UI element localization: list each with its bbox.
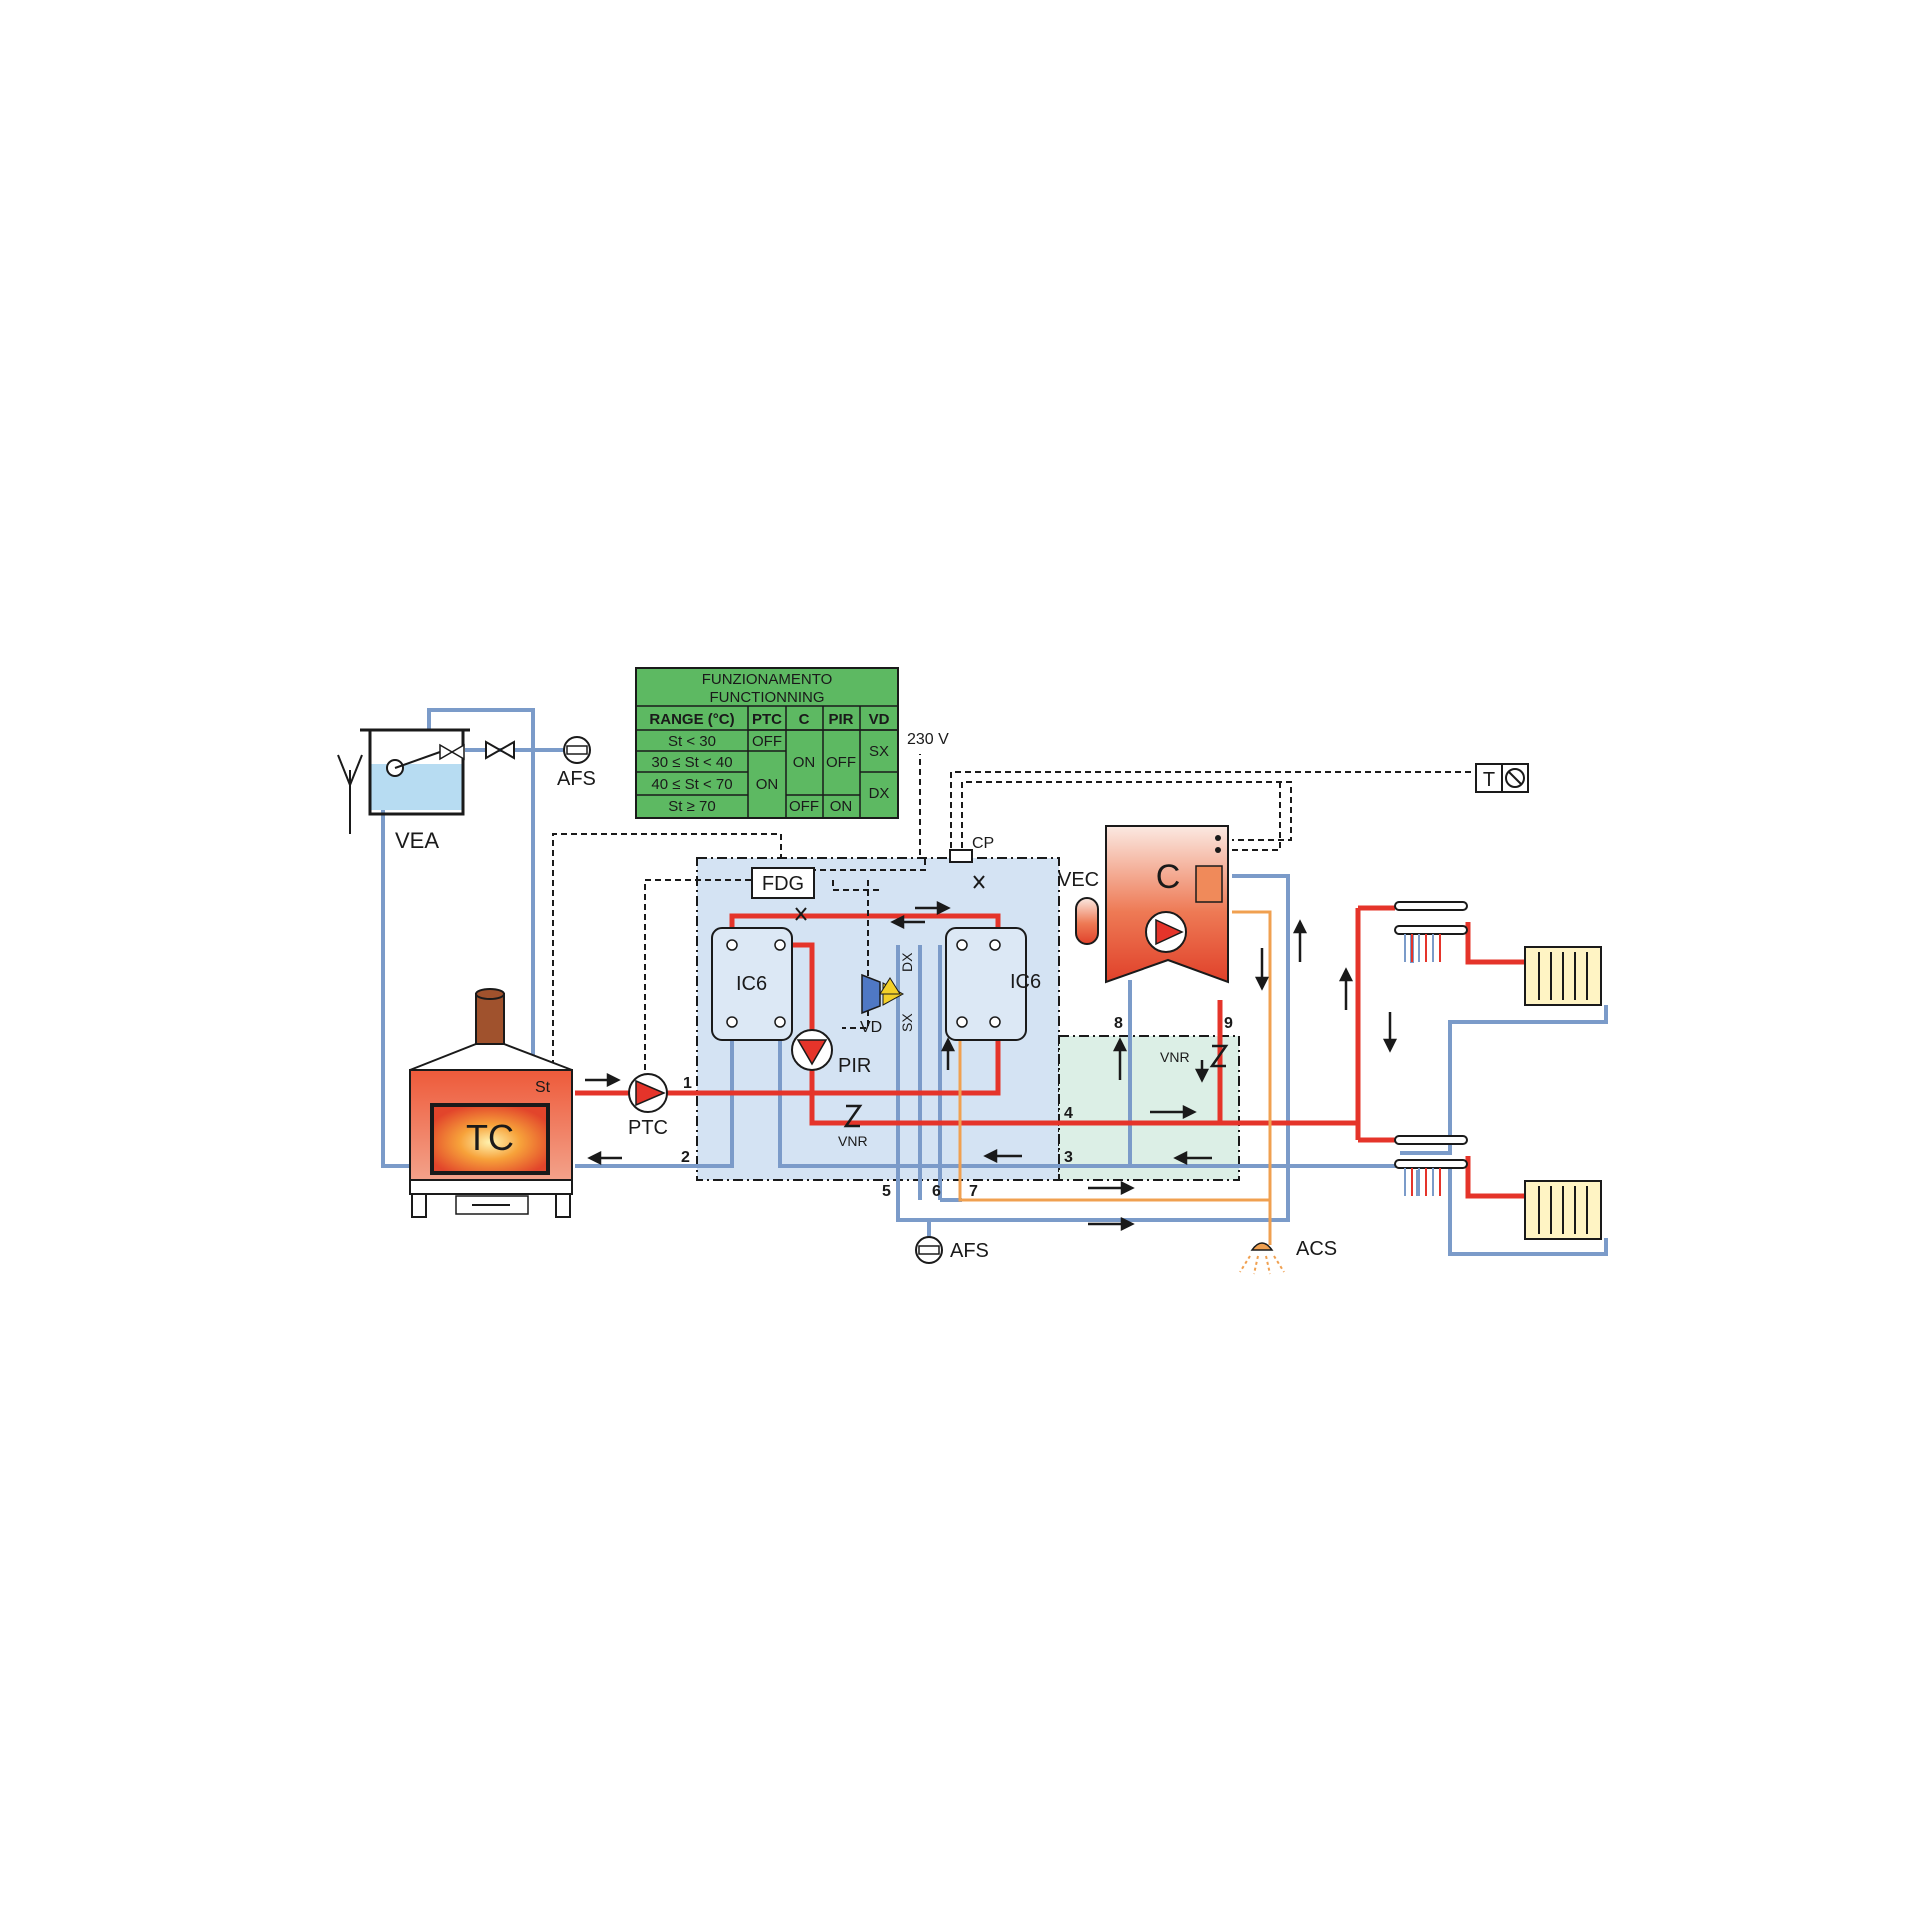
vnr-right-label: VNR [1160, 1049, 1190, 1065]
table-cell-pir-off: OFF [826, 754, 856, 771]
tc-label: TC [466, 1117, 514, 1158]
ic6-left-exchanger [711, 927, 793, 1041]
flow-arrows [585, 900, 1398, 1232]
table-cell-c-off: OFF [789, 798, 819, 815]
table-cell-c-on: ON [793, 754, 816, 771]
vec-label: VEC [1058, 869, 1099, 891]
table-header-range: RANGE (°C) [649, 711, 734, 728]
exchanger-zone [1058, 1035, 1240, 1181]
port-4: 4 [1064, 1105, 1073, 1122]
port-7: 7 [969, 1183, 978, 1200]
boiler-c [1105, 825, 1229, 984]
table-cell-vd-sx: SX [869, 743, 889, 760]
ptc-label: PTC [628, 1117, 668, 1139]
vd-label: VD [860, 1019, 882, 1036]
vd-dx-label: DX [899, 952, 915, 972]
table-row-2: 30 ≤ St < 40 [651, 754, 732, 771]
st-sensor-label: St [535, 1079, 551, 1096]
radiator-upper [1524, 946, 1602, 1006]
air-vent-icons [795, 875, 985, 921]
thermostat-label: T [1483, 769, 1495, 791]
ic6-left-label: IC6 [736, 973, 767, 995]
vnr-left-check-valve [843, 1104, 863, 1128]
afs-bottom-label: AFS [950, 1240, 989, 1262]
cp-connector [949, 849, 973, 863]
port-9: 9 [1224, 1015, 1233, 1032]
voltage-label: 230 V [907, 731, 949, 748]
pir-pump [791, 1029, 833, 1071]
ptc-pump [628, 1073, 668, 1113]
manifold-upper [1394, 901, 1468, 962]
vnr-left-label: VNR [838, 1133, 868, 1149]
port-1: 1 [683, 1075, 692, 1092]
afs-bottom-icon [915, 1236, 943, 1264]
acs-label: ACS [1296, 1238, 1337, 1260]
acs-shower-icon [1239, 1242, 1285, 1275]
ic6-right-label: IC6 [1010, 971, 1041, 993]
thermostat [1475, 763, 1529, 793]
table-cell-vd-dx: DX [869, 785, 890, 802]
fdg-label: FDG [762, 873, 804, 895]
boiler-c-label: C [1156, 858, 1181, 896]
dhw-pipes [958, 910, 1272, 1245]
ic6-right-exchanger [945, 927, 1027, 1041]
table-header-vd: VD [869, 711, 890, 728]
table-row-4: St ≥ 70 [668, 798, 715, 815]
vea-vessel [337, 728, 470, 834]
table-title-en: FUNCTIONNING [710, 689, 825, 706]
table-row-1: St < 30 [668, 733, 716, 750]
port-3: 3 [1064, 1149, 1073, 1166]
port-6: 6 [932, 1183, 941, 1200]
function-table [635, 667, 899, 819]
cold-pipes [381, 708, 1608, 1256]
vnr-right-check-valve [1209, 1044, 1229, 1068]
port-8: 8 [1114, 1015, 1123, 1032]
stove-tc [409, 988, 573, 1218]
table-cell-pir-on: ON [830, 798, 853, 815]
port-2: 2 [681, 1149, 690, 1166]
table-header-ptc: PTC [752, 711, 782, 728]
vec-vessel [1075, 897, 1099, 945]
table-header-c: C [799, 711, 810, 728]
afs-top-icon [563, 736, 591, 764]
port-5: 5 [882, 1183, 891, 1200]
manifold-lower [1394, 1135, 1468, 1196]
table-cell-ptc-off: OFF [752, 733, 782, 750]
vd-diverter-valve [861, 973, 905, 1015]
fdg-box [751, 867, 815, 899]
afs-top-label: AFS [557, 768, 596, 790]
vd-sx-label: SX [899, 1013, 915, 1032]
control-wiring [552, 754, 1476, 1086]
table-row-3: 40 ≤ St < 70 [651, 776, 732, 793]
table-title-it: FUNZIONAMENTO [702, 671, 833, 688]
table-header-pir: PIR [828, 711, 853, 728]
table-cell-ptc-on: ON [756, 776, 779, 793]
pir-label: PIR [838, 1055, 871, 1077]
vea-label: VEA [395, 828, 439, 853]
afs-top-valve [485, 740, 515, 760]
cp-label: CP [972, 835, 994, 852]
radiator-lower [1524, 1180, 1602, 1240]
